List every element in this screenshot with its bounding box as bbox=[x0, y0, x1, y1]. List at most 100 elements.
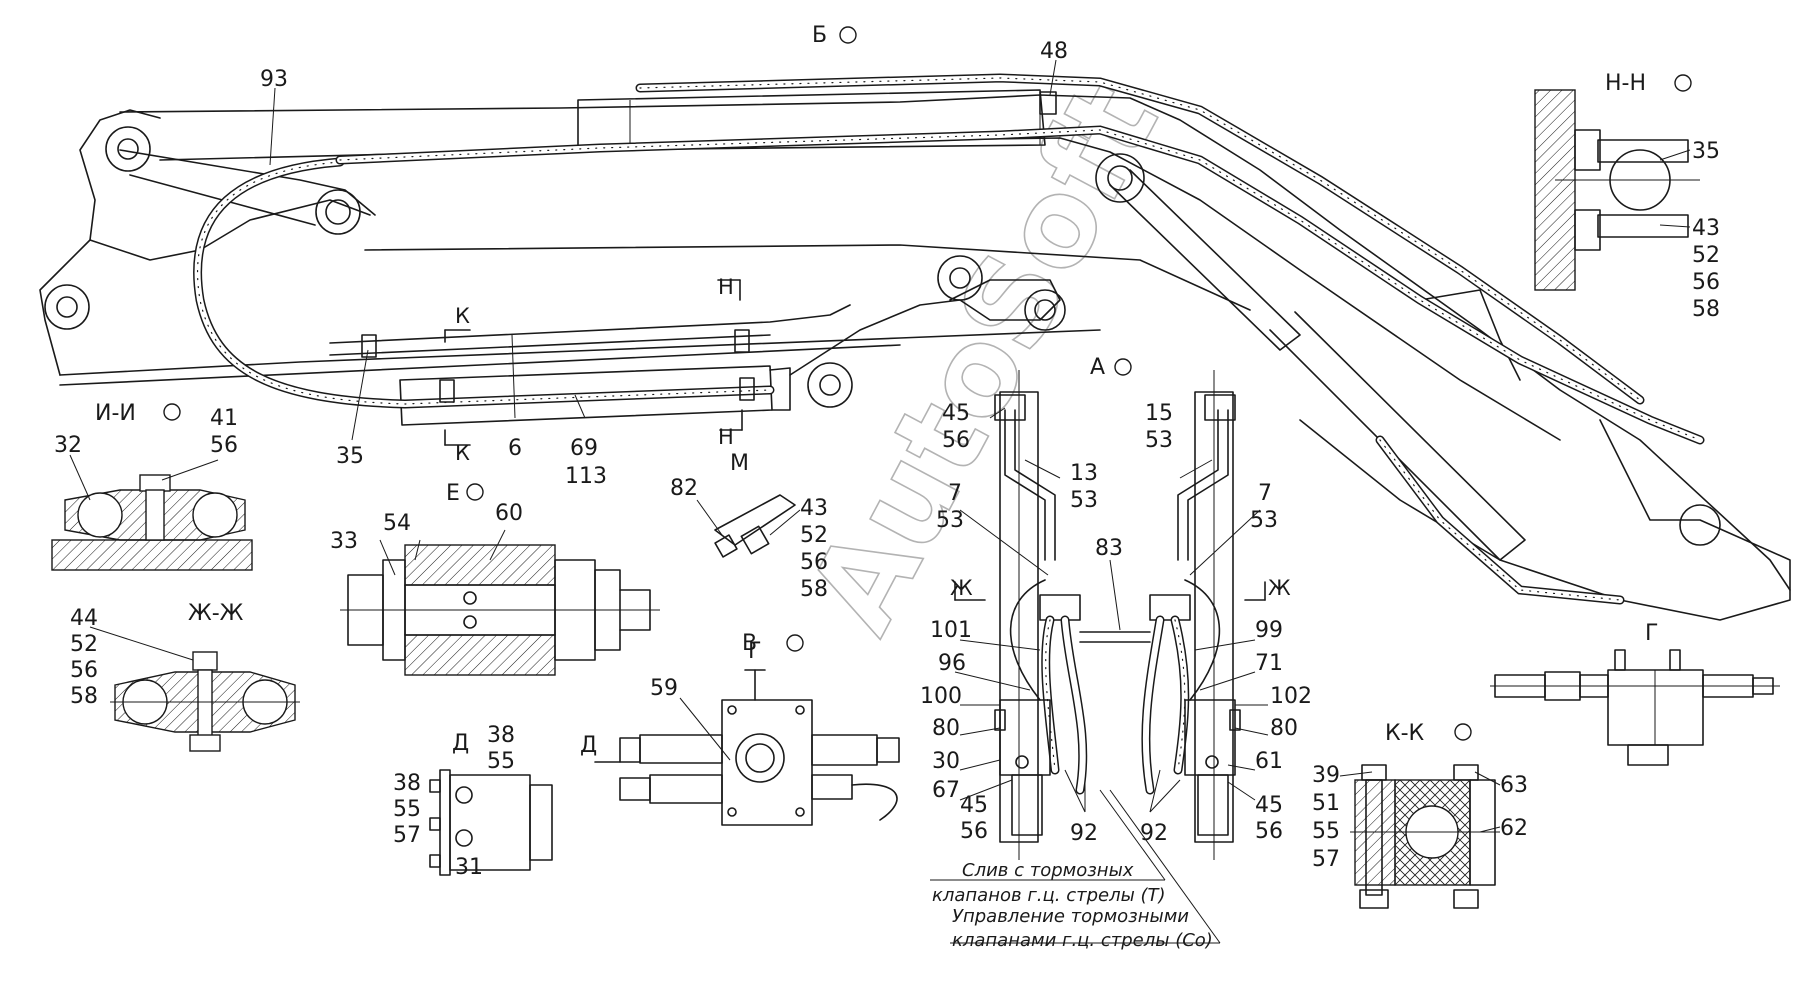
callout-80: 80 bbox=[932, 716, 960, 741]
callout-56: 56 bbox=[942, 428, 970, 453]
callout-92: 92 bbox=[1070, 821, 1098, 846]
main-boom-view: К К Н Н Б А 93 48 35 6 69 113 bbox=[39, 23, 1791, 621]
callout-56: 56 bbox=[210, 433, 238, 458]
callout-35: 35 bbox=[336, 444, 364, 469]
callout-71: 71 bbox=[1255, 651, 1283, 676]
callout-82: 82 bbox=[670, 476, 698, 501]
callout-58: 58 bbox=[70, 684, 98, 709]
callout-55: 55 bbox=[393, 797, 421, 822]
callout-100: 100 bbox=[920, 684, 962, 709]
callout-52: 52 bbox=[1692, 243, 1720, 268]
view-d: Д 38 55 38 55 57 31 bbox=[393, 723, 553, 880]
callout-69: 69 bbox=[570, 436, 598, 461]
callout-58: 58 bbox=[800, 577, 828, 602]
cut-mark-k-top: К bbox=[455, 304, 470, 328]
callout-56: 56 bbox=[1692, 270, 1720, 295]
callout-58: 58 bbox=[1692, 297, 1720, 322]
callout-39: 39 bbox=[1312, 763, 1340, 788]
note-drain-line1: Слив с тормозных bbox=[962, 860, 1134, 881]
callout-101: 101 bbox=[930, 618, 972, 643]
callout-44: 44 bbox=[70, 606, 98, 631]
view-m: М 82 43 52 56 58 bbox=[670, 451, 828, 602]
callout-45: 45 bbox=[960, 793, 988, 818]
view-v-valve: Г Д В 59 bbox=[580, 631, 900, 826]
callout-45: 45 bbox=[1255, 793, 1283, 818]
callout-93: 93 bbox=[260, 67, 288, 92]
cut-mark-zh-right: Ж bbox=[1268, 576, 1291, 600]
view-g: Г bbox=[1490, 621, 1780, 766]
callout-7: 7 bbox=[1258, 481, 1272, 506]
callout-55: 55 bbox=[487, 749, 515, 774]
callout-35: 35 bbox=[1692, 139, 1720, 164]
callout-45: 45 bbox=[942, 401, 970, 426]
cut-mark-d: Д bbox=[580, 733, 597, 758]
section-i-i: И-И 32 41 56 bbox=[51, 401, 253, 571]
callout-56: 56 bbox=[800, 550, 828, 575]
view-label-e: Е bbox=[446, 481, 460, 506]
callout-55: 55 bbox=[1312, 819, 1340, 844]
callout-56: 56 bbox=[960, 819, 988, 844]
callout-52: 52 bbox=[800, 523, 828, 548]
callout-53: 53 bbox=[1070, 488, 1098, 513]
view-e-fitting: Е 33 54 60 bbox=[330, 481, 660, 676]
section-zh-zh: Ж-Ж 44 52 56 58 bbox=[70, 601, 300, 752]
callout-61: 61 bbox=[1255, 749, 1283, 774]
callout-15: 15 bbox=[1145, 401, 1173, 426]
callout-80: 80 bbox=[1270, 716, 1298, 741]
callout-57: 57 bbox=[1312, 847, 1340, 872]
note-control-line2: клапанами г.ц. стрелы (Со) bbox=[952, 930, 1213, 951]
callout-43: 43 bbox=[1692, 216, 1720, 241]
callout-113: 113 bbox=[565, 464, 607, 489]
callout-31: 31 bbox=[455, 855, 483, 880]
view-label-h-section: Н-Н bbox=[1605, 71, 1646, 96]
callout-6: 6 bbox=[508, 436, 522, 461]
view-label-i-section: И-И bbox=[95, 401, 136, 426]
cut-mark-zh-left: Ж bbox=[950, 576, 973, 600]
callout-56: 56 bbox=[1255, 819, 1283, 844]
callout-57: 57 bbox=[393, 823, 421, 848]
callout-52: 52 bbox=[70, 632, 98, 657]
view-label-m: М bbox=[730, 451, 749, 476]
callout-43: 43 bbox=[800, 496, 828, 521]
view-label-d: Д bbox=[452, 731, 469, 756]
callout-56: 56 bbox=[70, 658, 98, 683]
callout-38: 38 bbox=[487, 723, 515, 748]
callout-92: 92 bbox=[1140, 821, 1168, 846]
callout-32: 32 bbox=[54, 433, 82, 458]
callout-54: 54 bbox=[383, 511, 411, 536]
callout-48: 48 bbox=[1040, 39, 1068, 64]
view-label-b: Б bbox=[812, 23, 827, 48]
view-label-zh-section: Ж-Ж bbox=[188, 601, 244, 626]
view-label-k-section: К-К bbox=[1385, 721, 1425, 746]
callout-7: 7 bbox=[948, 481, 962, 506]
callout-60: 60 bbox=[495, 501, 523, 526]
callout-41: 41 bbox=[210, 406, 238, 431]
cut-mark-g: Г bbox=[748, 639, 761, 664]
note-drain-line2: клапанов г.ц. стрелы (Т) bbox=[932, 885, 1166, 906]
cut-mark-n-bottom: Н bbox=[718, 425, 734, 449]
callout-99: 99 bbox=[1255, 618, 1283, 643]
view-label-a: А bbox=[1090, 355, 1105, 380]
callout-53: 53 bbox=[936, 508, 964, 533]
watermark-text: AutoSoft bbox=[783, 62, 1186, 654]
callout-67: 67 bbox=[932, 778, 960, 803]
callout-33: 33 bbox=[330, 529, 358, 554]
watermark: AutoSoft bbox=[782, 61, 1186, 655]
cut-mark-k-bottom: К bbox=[455, 441, 470, 465]
callout-63: 63 bbox=[1500, 773, 1528, 798]
view-label-v: В bbox=[742, 631, 757, 656]
callout-62: 62 bbox=[1500, 816, 1528, 841]
callout-53: 53 bbox=[1250, 508, 1278, 533]
view-label-g: Г bbox=[1645, 621, 1658, 646]
section-h-h: Н-Н 35 43 52 56 58 bbox=[1534, 71, 1720, 322]
callout-38: 38 bbox=[393, 771, 421, 796]
cut-mark-n-top: Н bbox=[718, 275, 734, 299]
callout-83: 83 bbox=[1095, 536, 1123, 561]
section-k-k: К-К 39 51 55 57 63 62 bbox=[1312, 721, 1528, 909]
callout-51: 51 bbox=[1312, 791, 1340, 816]
callout-59: 59 bbox=[650, 676, 678, 701]
callout-30: 30 bbox=[932, 749, 960, 774]
callout-53: 53 bbox=[1145, 428, 1173, 453]
view-a-hoses: Ж Ж bbox=[920, 370, 1312, 951]
